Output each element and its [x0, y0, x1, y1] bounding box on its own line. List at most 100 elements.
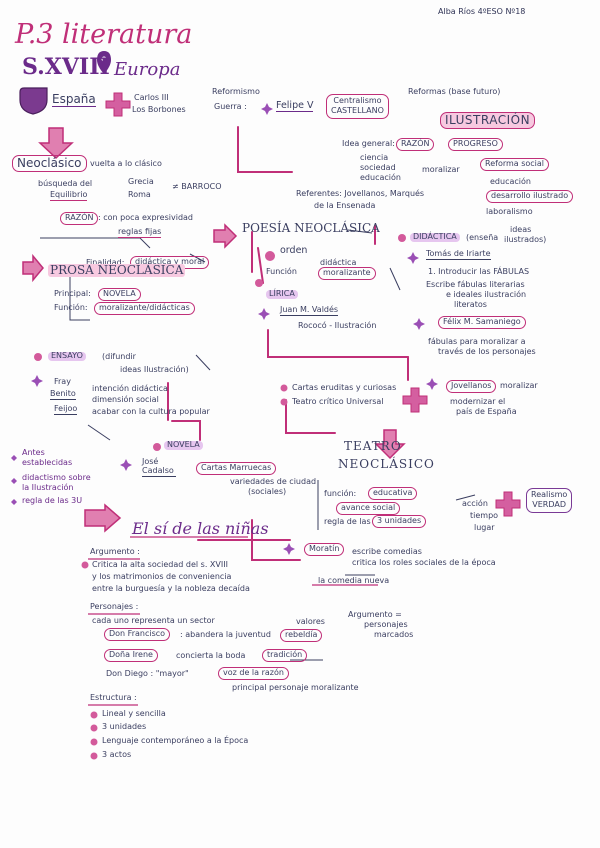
plus-icon-jovellanos — [402, 387, 428, 413]
unidad-lugar: lugar — [474, 523, 495, 532]
finalidad-label: Finalidad: — [86, 258, 125, 267]
busqueda-label: búsqueda del — [38, 179, 93, 188]
sociedad-label: sociedad — [360, 163, 396, 172]
estructura-item-4: 3 actos — [102, 750, 132, 759]
roma-label: Roma — [128, 190, 151, 199]
iriarte-item-1: 1. Introducir las FÁBULAS — [428, 267, 530, 276]
moratin-item-1: escribe comedias — [352, 547, 422, 556]
samaniego-label: Félix M. Samaniego — [438, 316, 526, 329]
feijoo-line-3: Feijoo — [54, 404, 78, 415]
nota-2: establecidas — [22, 458, 73, 467]
educacion-label: educación — [360, 173, 401, 182]
poesia-didactica: didáctica — [320, 258, 357, 267]
didactica-badge: DIDÁCTICA — [410, 232, 460, 242]
arrow-down-teatro — [374, 429, 406, 460]
nota-3: didactismo sobre — [22, 473, 91, 482]
barroco-label: ≠ BARROCO — [172, 182, 222, 191]
valores-label: valores — [296, 617, 325, 626]
estructura-heading: Estructura : — [90, 693, 137, 702]
estructura-item-1: Lineal y sencilla — [102, 709, 166, 718]
reforma-social-box: Reforma social — [480, 158, 550, 171]
iriarte-item-2: Escribe fábulas literarias — [426, 280, 525, 289]
teatro-avance: avance social — [336, 502, 401, 515]
nota-5: regla de las 3U — [22, 496, 83, 505]
personajes-line-1: cada uno representa un sector — [92, 616, 215, 625]
moratin-item-3: la comedia nueva — [318, 576, 390, 585]
neoclasico-heading: Neoclásico — [12, 155, 87, 173]
teatro-unidades: 3 unidades — [372, 515, 427, 528]
progreso-box: PROGRESO — [448, 138, 503, 151]
argumento-line-3: entre la burguesía y la nobleza decaída — [92, 584, 250, 593]
pers-argumento-2: personajes — [364, 620, 408, 629]
razon-box: RAZÓN — [396, 138, 435, 151]
pers-argumento-3: marcados — [374, 630, 414, 639]
jovellanos-item-3: país de España — [456, 407, 517, 416]
prosa-heading: PROSA NEOCLÁSICA — [48, 263, 186, 278]
guerra-label: Guerra : — [214, 102, 247, 111]
paco-desc: : abandera la juventud — [180, 630, 271, 639]
cartas-desc-1: variedades de ciudad — [230, 477, 317, 486]
carlos-label: Carlos III — [134, 93, 169, 102]
diego-desc: principal personaje moralizante — [232, 683, 359, 692]
cartas-eruditas-label: Cartas eruditas y curiosas — [292, 383, 397, 392]
reforma-item-1: educación — [490, 177, 531, 186]
moralizar-label: moralizar — [422, 165, 460, 174]
reforma-item-2: desarrollo ilustrado — [486, 190, 574, 203]
feijoo-item-1: intención didáctica — [92, 384, 168, 393]
referentes-label-2: de la Ensenada — [314, 201, 376, 210]
region-heading: Europa — [114, 59, 181, 80]
prosa-novela: NOVELA — [98, 288, 141, 301]
jovellanos-item-2: modernizar el — [450, 397, 506, 406]
argumento-heading: Argumento : — [90, 547, 140, 556]
novela-badge: NOVELA — [164, 440, 203, 450]
teatro-regla: regla de las — [324, 517, 371, 526]
feijoo-line-2: Benito — [50, 389, 76, 400]
unidad-tiempo: tiempo — [470, 511, 499, 520]
teatro-heading-2: NEOCLÁSICO — [338, 457, 435, 471]
ideas-ilustracion-label: ideas Ilustración) — [120, 365, 189, 374]
poesia-orden: orden — [280, 245, 308, 256]
nota-1: Antes — [22, 448, 45, 457]
razon-neo-box: RAZÓN — [60, 212, 99, 225]
cartas-marruecas-box: Cartas Marruecas — [196, 462, 277, 475]
samaniego-item-2: través de los personajes — [438, 347, 536, 356]
rebeldia-box: rebeldía — [280, 629, 323, 642]
arrow-right-si — [84, 503, 122, 533]
juan-valdes-label: Juan M. Valdés — [280, 305, 339, 316]
spain-label: España — [52, 92, 96, 108]
nota-4: la Ilustración — [22, 483, 74, 492]
cadalso-label: José Cadalso — [142, 457, 176, 477]
ensayo-badge: ENSAYO — [48, 351, 86, 361]
reglas-label: reglas fijas — [118, 227, 162, 238]
sparkle-icons — [31, 103, 438, 555]
teatro-heading-1: TEATRO — [344, 439, 402, 453]
moratin-item-2: critica los roles sociales de la época — [352, 558, 496, 567]
location-pin-icon — [97, 51, 111, 74]
spain-shield-icon — [19, 87, 48, 115]
referentes-label: Referentes: Jovellanos, Marqués — [296, 189, 425, 198]
prosa-funcion: Función: — [54, 303, 88, 312]
personajes-heading: Personajes : — [90, 602, 139, 611]
ciencia-label: ciencia — [360, 153, 389, 162]
iriarte-item-4: literatos — [454, 300, 487, 309]
reformas-label: Reformas (base futuro) — [408, 87, 501, 96]
feijoo-item-3: acabar con la cultura popular — [92, 407, 210, 416]
feijoo-item-2: dimensión social — [92, 395, 159, 404]
estructura-item-2: 3 unidades — [102, 722, 147, 731]
felipe-label: Felipe V — [276, 100, 314, 113]
grecia-label: Grecia — [128, 177, 154, 186]
teatro-funcion: función: — [324, 489, 357, 498]
feijoo-line-1: Fray — [54, 377, 71, 386]
borbones-label: Los Borbones — [132, 105, 186, 114]
cartas-desc-2: (sociales) — [248, 487, 287, 496]
diego-razon-box: voz de la razón — [218, 667, 289, 680]
teatro-educativa: educativa — [368, 487, 418, 500]
arrow-right-poesia — [213, 223, 238, 249]
poesia-funcion: Función — [266, 267, 297, 276]
pers-argumento-1: Argumento = — [348, 610, 402, 619]
plus-icon-realismo — [495, 491, 521, 517]
prosa-principal: Principal: — [54, 289, 91, 298]
